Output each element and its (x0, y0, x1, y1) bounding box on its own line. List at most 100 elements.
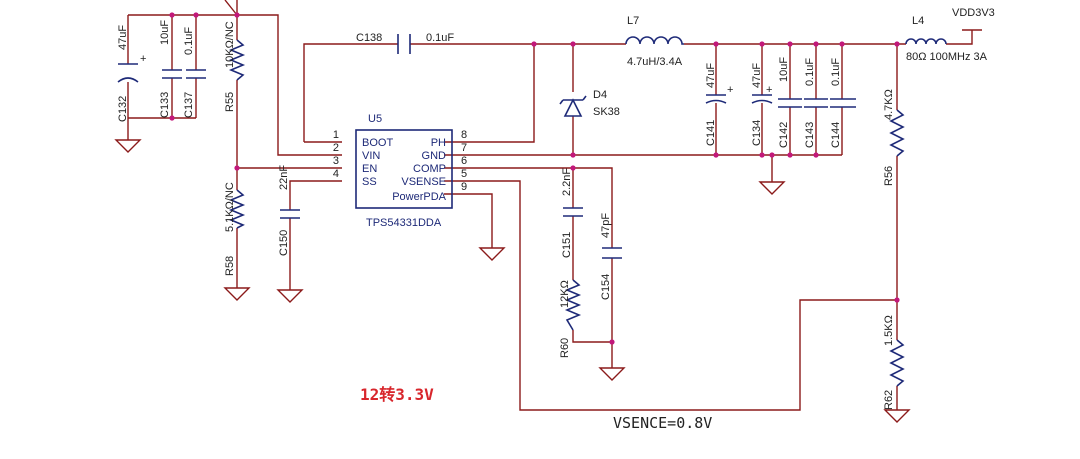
ground-icon (223, 287, 251, 301)
ic-pin-number: 3 (333, 155, 339, 167)
junction-dot (570, 165, 576, 171)
resistor-r62: 1.5KΩ R62 (883, 315, 905, 410)
resistor-r55: 10KΩ/NC R55 (224, 21, 246, 112)
inductor-value: 80Ω 100MHz 3A (906, 51, 988, 63)
ic-pin-name: BOOT (362, 137, 393, 149)
junction-dot (839, 41, 845, 47)
cap-value: 47uF (751, 63, 763, 88)
cap-value: 47pF (600, 213, 612, 238)
junction-dot (813, 152, 819, 158)
junction-dot (713, 41, 719, 47)
junction-dot (234, 12, 240, 18)
junction-dot (759, 152, 765, 158)
cap-value: 2.2nF (561, 168, 573, 196)
ic-ref: U5 (368, 113, 382, 125)
junction-dot (713, 152, 719, 158)
junction-dot (570, 41, 576, 47)
cap-ref: C151 (561, 232, 573, 258)
ic-pin-name: SS (362, 176, 377, 188)
capacitor-c154: 47pF C154 (600, 213, 622, 300)
ground-icon (883, 409, 911, 423)
ground-icon (758, 181, 786, 195)
ic-pin-name: COMP (413, 163, 446, 175)
cap-value: 0.1uF (183, 27, 195, 55)
resistor-ref: R56 (883, 166, 895, 186)
cap-value: 10uF (778, 57, 790, 82)
resistor-r56: 4.7KΩ R56 (883, 89, 905, 186)
ic-body (355, 129, 453, 209)
resistor-ref: R62 (883, 390, 895, 410)
capacitor-c141: + 47uF C141 (705, 63, 733, 146)
cap-ref: C133 (159, 92, 171, 118)
cap-ref: C144 (830, 122, 842, 148)
inductor-ref: L7 (627, 15, 639, 27)
ground-icon (276, 289, 304, 303)
wires (127, 0, 973, 411)
cap-ref: C141 (705, 120, 717, 146)
resistor-value: 10KΩ/NC (224, 21, 236, 68)
ic-pin-number: 1 (333, 129, 339, 141)
inductor-value: 4.7uH/3.4A (627, 56, 683, 68)
capacitor-c144: 0.1uF C144 (830, 58, 856, 148)
junction-dot (193, 12, 199, 18)
capacitor-c142: 10uF C142 (778, 57, 802, 148)
ic-pin-number: 6 (461, 155, 467, 167)
ic-pin-number: 5 (461, 168, 467, 180)
diode-d4: D4 SK38 (559, 89, 620, 118)
cap-ref: C134 (751, 120, 763, 146)
circuit-title: 12转3.3V (360, 385, 434, 404)
inductor-ref: L4 (912, 15, 924, 27)
cap-ref: C150 (278, 230, 290, 256)
polarity-plus: + (140, 53, 146, 65)
resistor-value: 5.1KΩ/NC (224, 182, 236, 232)
capacitor-c133: 10uF C133 (159, 20, 182, 118)
ic-pin-number: 4 (333, 168, 339, 180)
inductor-l7: L7 4.7uH/3.4A (625, 15, 684, 68)
polarity-plus: + (766, 84, 772, 96)
vsense-note: VSENCE=0.8V (613, 414, 712, 432)
cap-ref: C154 (600, 274, 612, 300)
cap-ref: C137 (183, 92, 195, 118)
cap-ref: C132 (117, 96, 129, 122)
junction-dot (234, 165, 240, 171)
resistor-ref: R58 (224, 256, 236, 276)
cap-value: 0.1uF (804, 58, 816, 86)
junction-dot (169, 115, 175, 121)
cap-ref: C143 (804, 122, 816, 148)
cap-value: 47uF (117, 25, 129, 50)
capacitor-c151: 2.2nF C151 (561, 168, 583, 258)
resistor-r60: 12KΩ R60 (559, 279, 582, 358)
junction-dot (787, 41, 793, 47)
ic-pin-number: 7 (461, 142, 467, 154)
diode-ref: D4 (593, 89, 607, 101)
resistor-value: 1.5KΩ (883, 315, 895, 346)
junction-dot (531, 41, 537, 47)
ic-part-number: TPS54331DDA (366, 217, 442, 229)
junction-dot (570, 152, 576, 158)
junction-dot (894, 41, 900, 47)
ic-pin-name: PH (431, 137, 446, 149)
junction-dot (759, 41, 765, 47)
junction-dot (609, 339, 615, 345)
net-label: VDD3V3 (952, 7, 995, 19)
ic-pin-name: VSENSE (401, 176, 446, 188)
resistor-r58: 5.1KΩ/NC R58 (224, 182, 246, 276)
ic-pin-number: 2 (333, 142, 339, 154)
junction-dot (769, 152, 775, 158)
capacitor-c134: + 47uF C134 (751, 63, 772, 146)
cap-value: 22nF (278, 165, 290, 190)
capacitor-c137: 0.1uF C137 (183, 27, 206, 118)
capacitor-c150: 22nF C150 (278, 165, 300, 256)
ic-pin-number: 9 (461, 181, 467, 193)
resistor-value: 4.7KΩ (883, 89, 895, 120)
capacitor-c132: + 47uF C132 (117, 25, 146, 122)
ic-pin-name: EN (362, 163, 377, 175)
junctions (169, 12, 900, 345)
ground-icon (114, 139, 142, 153)
ic-pin-name: VIN (362, 150, 380, 162)
ic-pin-number: 8 (461, 129, 467, 141)
capacitor-c143: 0.1uF C143 (804, 58, 828, 148)
ic-pin-name: PowerPDA (392, 191, 446, 203)
cap-value: 10uF (159, 20, 171, 45)
